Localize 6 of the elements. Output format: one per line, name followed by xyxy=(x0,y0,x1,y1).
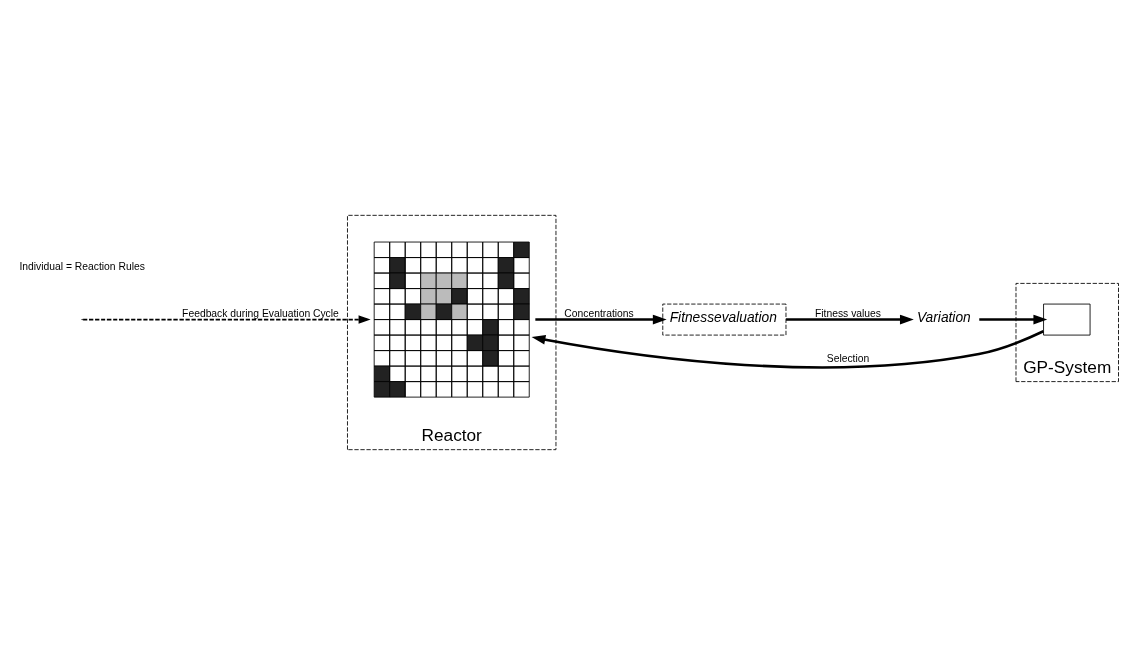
node-text: Variation xyxy=(916,309,971,325)
label: Individual = Reaction Rules xyxy=(19,260,145,272)
edge-label: Concentrations xyxy=(564,307,634,319)
edge-label: Selection xyxy=(826,353,870,365)
edge-label: Feedback during Evaluation Cycle xyxy=(182,307,339,319)
edge-label: Fitness values xyxy=(814,307,882,319)
